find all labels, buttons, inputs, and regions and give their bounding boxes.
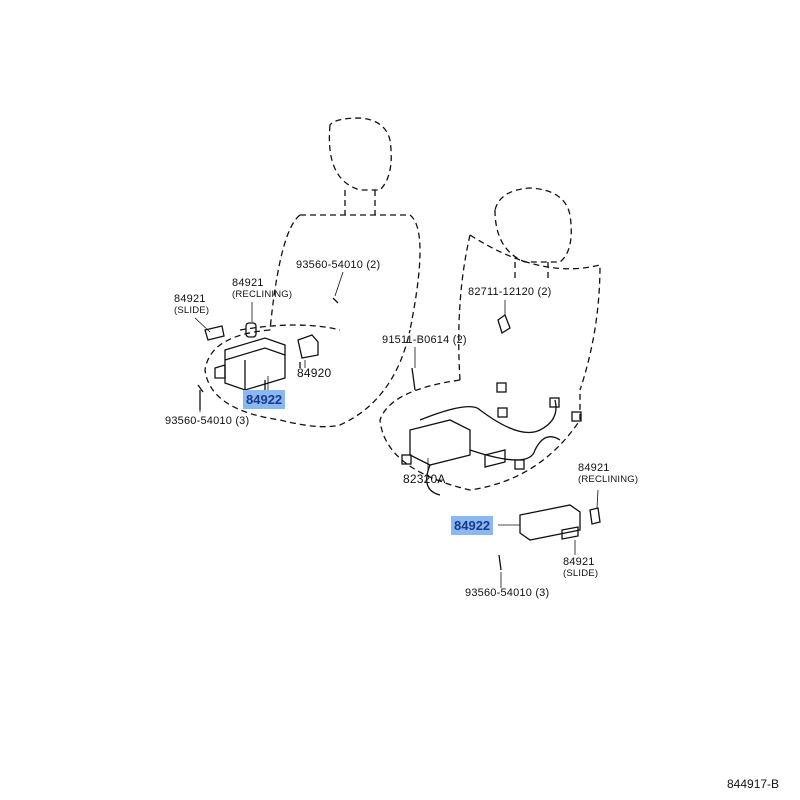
part-qty: (2): [537, 286, 552, 298]
part-number: 93560-54010: [296, 259, 364, 271]
diagram-code: 844917-B: [727, 777, 780, 791]
part-note: (RECLINING): [578, 474, 639, 485]
part-label-84921-reclining-left: 84921(RECLINING): [232, 277, 292, 301]
part-qty: (2): [366, 259, 381, 271]
part-label-93560-54010-top: 93560-54010 (2): [296, 259, 380, 271]
part-label-84921-slide-left: 84921(SLIDE): [174, 293, 209, 317]
part-note: (SLIDE): [174, 305, 210, 316]
part-label-93560-54010-right: 93560-54010 (3): [465, 587, 549, 599]
part-note: (RECLINING): [232, 289, 293, 300]
part-label-82320a: 82320A: [403, 472, 446, 486]
part-label-84920: 84920: [297, 366, 332, 380]
part-number: 84921: [232, 277, 264, 289]
right-seat-outline: [379, 187, 601, 491]
part-qty: (3): [535, 587, 550, 599]
part-number: 93560-54010: [465, 587, 533, 599]
part-number: 84921: [174, 293, 206, 305]
part-label-84921-reclining-right: 84921(RECLINING): [578, 462, 638, 486]
part-qty: (2): [452, 334, 467, 346]
part-label-84922-right-highlighted[interactable]: 84922: [451, 516, 494, 535]
right-harness: [401, 313, 601, 571]
part-label-84921-slide-right: 84921(SLIDE): [563, 556, 598, 580]
part-label-93560-54010-bottom-left: 93560-54010 (3): [165, 415, 249, 427]
part-number: 84921: [563, 556, 595, 568]
part-number: 93560-54010: [165, 415, 233, 427]
part-label-91511-b0614: 91511-B0614 (2): [382, 334, 467, 346]
part-number: 84921: [578, 462, 610, 474]
part-label-82711-12120: 82711-12120 (2): [468, 286, 552, 298]
part-note: (SLIDE): [563, 568, 599, 579]
left-seat-outline: [204, 117, 421, 428]
leader-lines: [194, 271, 599, 588]
part-number: 91511-B0614: [382, 334, 450, 346]
part-number: 82711-12120: [468, 286, 535, 298]
part-qty: (3): [235, 415, 250, 427]
part-label-84922-left-highlighted[interactable]: 84922: [243, 390, 286, 409]
